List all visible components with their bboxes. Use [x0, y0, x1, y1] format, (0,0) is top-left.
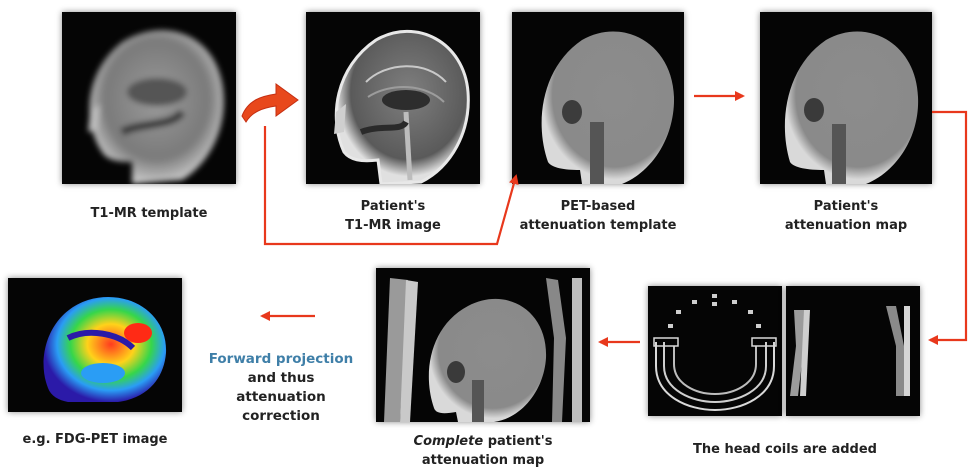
connector-right-loop	[930, 112, 966, 340]
caption-head-coils-added: The head coils are added	[640, 440, 930, 459]
caption-complete-attenuation-map: Complete patient's attenuation map	[376, 432, 590, 470]
caption-patient-t1-mr: Patient's T1-MR image	[306, 197, 480, 235]
t1-mr-template-image	[62, 12, 236, 184]
head-coil-image-left	[648, 286, 782, 416]
pet-based-attenuation-template-image	[512, 12, 684, 184]
caption-fdg-pet: e.g. FDG-PET image	[0, 430, 190, 449]
patient-attenuation-map-image	[760, 12, 932, 184]
head-coil-image-right	[786, 286, 920, 416]
fdg-pet-image	[8, 278, 182, 412]
caption-pet-template: PET-based attenuation template	[498, 197, 698, 235]
block-arrow	[242, 84, 298, 122]
caption-t1-mr-template: T1-MR template	[62, 204, 236, 223]
forward-projection-text: Forward projection and thus attenuation …	[186, 350, 376, 426]
patient-t1-mr-image	[306, 12, 480, 184]
caption-patient-attenuation-map: Patient's attenuation map	[760, 197, 932, 235]
complete-attenuation-map-image	[376, 268, 590, 422]
